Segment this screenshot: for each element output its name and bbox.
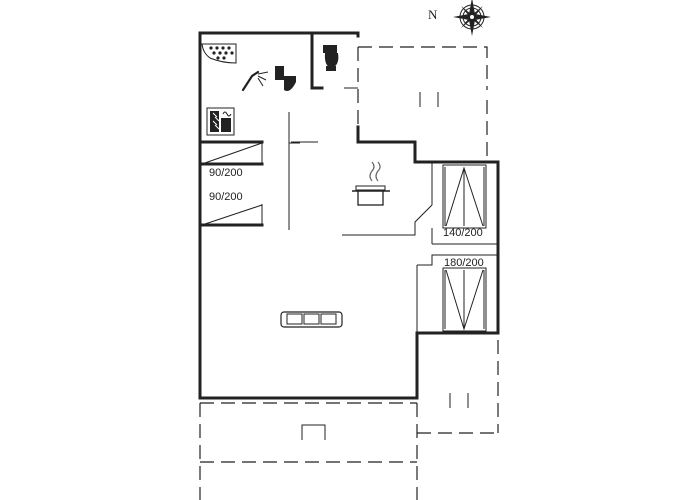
terrace-markers: [301, 92, 469, 440]
bed-size-label: 90/200: [209, 167, 243, 179]
bed-size-label: 180/200: [444, 257, 484, 269]
shower-icon: [241, 70, 269, 92]
bed-size-label: 140/200: [443, 227, 483, 239]
sauna-icon: [206, 107, 235, 136]
toilet-icon: [323, 45, 339, 71]
terrace-outlines: [199, 46, 499, 500]
hot-tub-icon: [201, 43, 237, 64]
compass: N: [428, 0, 491, 36]
bed-140-200: 140/200: [442, 164, 487, 239]
bed-size-label: 90/200: [209, 191, 243, 203]
walls: [198, 31, 500, 400]
bed-90-200-a: 90/200: [209, 167, 243, 179]
cooking-pot-icon: [352, 161, 390, 206]
sofa-icon: [280, 311, 343, 328]
toilet-icon: [275, 66, 296, 91]
north-label: N: [428, 7, 438, 22]
bed-90-200-b: 90/200: [209, 191, 243, 203]
bed-180-200: 180/200: [442, 257, 487, 332]
compass-rose-icon: [453, 0, 491, 36]
